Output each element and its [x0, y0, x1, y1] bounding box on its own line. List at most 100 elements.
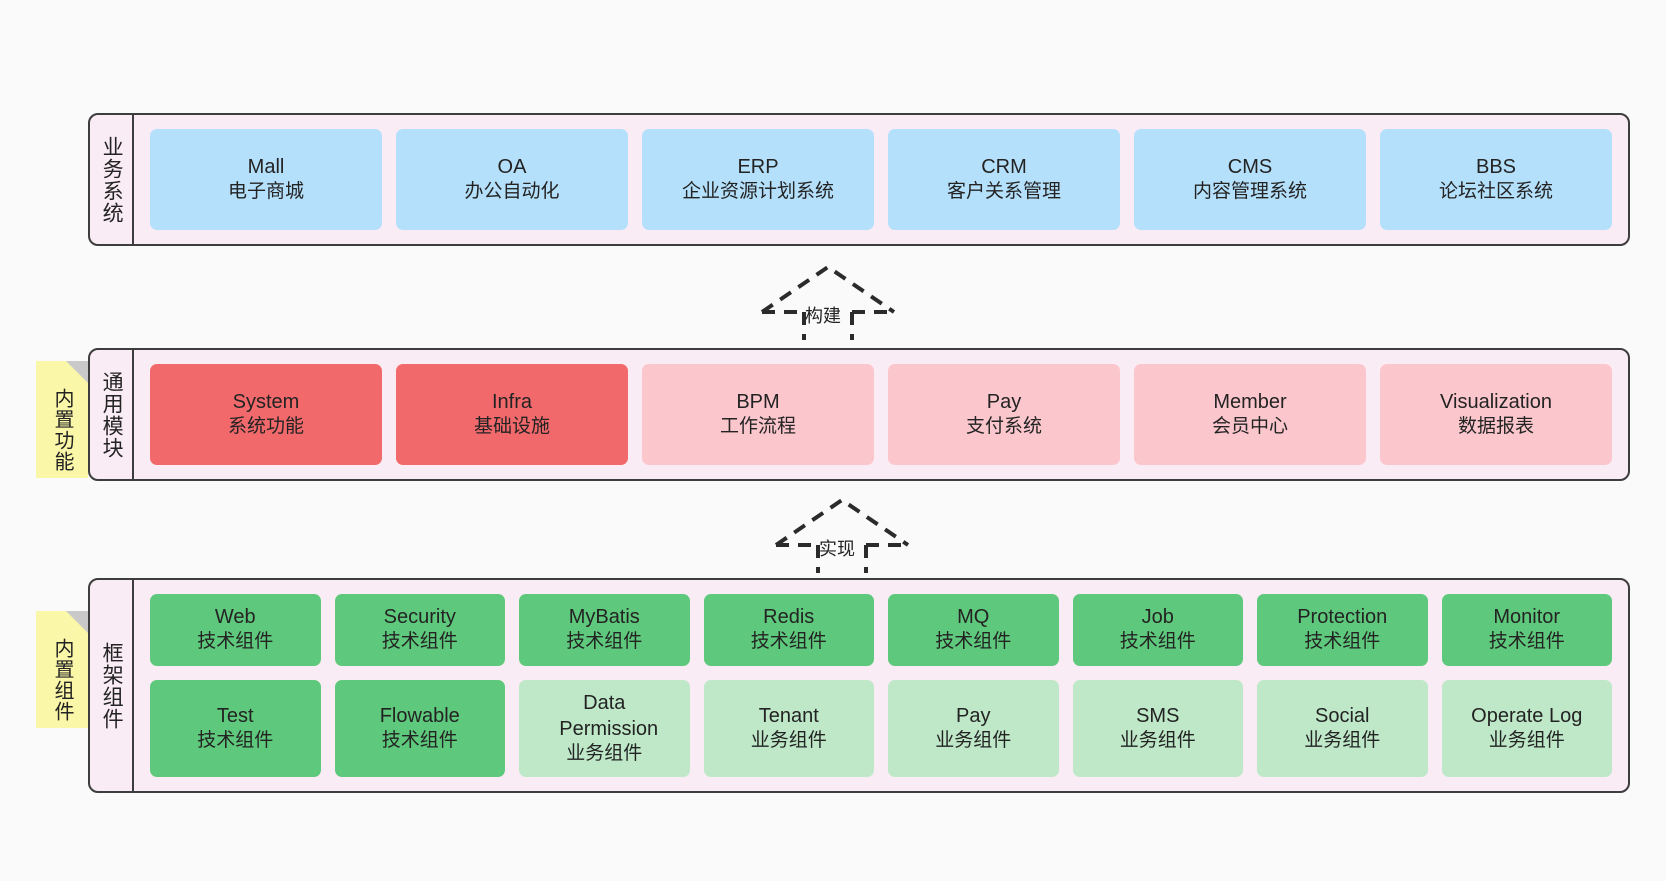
card-visualization[interactable]: Visualization 数据报表	[1380, 364, 1612, 465]
layer-framework-component: 框架组件 Web 技术组件 Security 技术组件 MyBatis 技术组件…	[88, 578, 1630, 793]
card-subtitle: 技术组件	[381, 729, 458, 751]
card-data-permission[interactable]: Data Permission 业务组件	[519, 679, 690, 777]
card-bbs[interactable]: BBS 论坛社区系统	[1380, 129, 1612, 230]
card-subtitle: 业务组件	[1304, 729, 1381, 751]
card-title: Redis	[763, 606, 815, 629]
card-subtitle: 技术组件	[750, 631, 827, 653]
card-oa[interactable]: OA 办公自动化	[396, 129, 628, 230]
card-title: Job	[1141, 606, 1174, 629]
card-title: Pay	[986, 391, 1022, 414]
card-subtitle: 业务组件	[1119, 729, 1196, 751]
card-subtitle: 技术组件	[1488, 631, 1565, 653]
card-subtitle: 系统功能	[227, 416, 304, 438]
card-subtitle: 业务组件	[1488, 729, 1565, 751]
card-title: BPM	[736, 391, 780, 414]
card-flowable[interactable]: Flowable 技术组件	[334, 679, 505, 777]
card-crm[interactable]: CRM 客户关系管理	[888, 129, 1120, 230]
card-subtitle: 办公自动化	[464, 181, 560, 203]
card-title: Flowable	[379, 704, 460, 727]
note-fold-corner-icon	[66, 611, 88, 633]
card-subtitle: 基础设施	[473, 416, 550, 438]
card-subtitle: 企业资源计划系统	[681, 181, 834, 203]
card-title: Security	[383, 606, 456, 629]
card-subtitle: 论坛社区系统	[1438, 181, 1553, 203]
card-title: OA	[497, 156, 527, 179]
card-row: Web 技术组件 Security 技术组件 MyBatis 技术组件 Redi…	[150, 594, 1612, 666]
layer-title-common-module: 通用模块	[90, 350, 134, 479]
card-title: Visualization	[1440, 391, 1552, 414]
layer-common-module: 通用模块 System 系统功能 Infra 基础设施 BPM 工作流程 Pay…	[88, 348, 1630, 481]
note-label: 内置组件	[51, 637, 73, 722]
card-title: Test	[216, 704, 254, 727]
card-subtitle: 技术组件	[1304, 631, 1381, 653]
layer-body-common-module: System 系统功能 Infra 基础设施 BPM 工作流程 Pay 支付系统…	[134, 350, 1628, 479]
card-mall[interactable]: Mall 电子商城	[150, 129, 382, 230]
card-mybatis[interactable]: MyBatis 技术组件	[519, 594, 690, 666]
card-infra[interactable]: Infra 基础设施	[396, 364, 628, 465]
card-protection[interactable]: Protection 技术组件	[1257, 594, 1428, 666]
card-member[interactable]: Member 会员中心	[1134, 364, 1366, 465]
dashed-generalization-arrow-icon	[760, 264, 896, 340]
card-subtitle: 电子商城	[227, 181, 304, 203]
card-title: CMS	[1227, 156, 1273, 179]
card-title: MQ	[957, 606, 990, 629]
note-builtin-component: 内置组件	[36, 611, 88, 728]
connector-implement: 实现	[771, 495, 913, 573]
card-title: Infra	[491, 391, 533, 414]
card-subtitle: 数据报表	[1457, 416, 1534, 438]
card-security[interactable]: Security 技术组件	[334, 594, 505, 666]
card-subtitle: 客户关系管理	[946, 181, 1061, 203]
card-title: Protection	[1297, 606, 1388, 629]
card-subtitle: 技术组件	[197, 631, 274, 653]
card-pay-component[interactable]: Pay 业务组件	[888, 679, 1059, 777]
card-system[interactable]: System 系统功能	[150, 364, 382, 465]
card-subtitle: 技术组件	[1119, 631, 1196, 653]
note-fold-corner-icon	[66, 361, 88, 383]
card-monitor[interactable]: Monitor 技术组件	[1441, 594, 1612, 666]
card-title: Web	[214, 606, 256, 629]
layer-body-business-system: Mall 电子商城 OA 办公自动化 ERP 企业资源计划系统 CRM 客户关系…	[134, 115, 1628, 244]
card-row: System 系统功能 Infra 基础设施 BPM 工作流程 Pay 支付系统…	[150, 364, 1612, 465]
card-row: Test 技术组件 Flowable 技术组件 Data Permission …	[150, 679, 1612, 777]
connector-build: 构建	[757, 262, 899, 340]
card-title: SMS	[1136, 704, 1180, 727]
card-subtitle: 技术组件	[566, 631, 643, 653]
card-title: Operate Log	[1471, 704, 1583, 727]
card-test[interactable]: Test 技术组件	[150, 679, 321, 777]
card-web[interactable]: Web 技术组件	[150, 594, 321, 666]
layer-title-framework-component: 框架组件	[90, 580, 134, 791]
note-label: 内置功能	[51, 387, 73, 472]
card-mq[interactable]: MQ 技术组件	[888, 594, 1059, 666]
card-row: Mall 电子商城 OA 办公自动化 ERP 企业资源计划系统 CRM 客户关系…	[150, 129, 1612, 230]
card-subtitle: 技术组件	[381, 631, 458, 653]
card-title: Tenant	[758, 704, 819, 727]
card-cms[interactable]: CMS 内容管理系统	[1134, 129, 1366, 230]
card-subtitle: 业务组件	[935, 729, 1012, 751]
card-operate-log[interactable]: Operate Log 业务组件	[1441, 679, 1612, 777]
layer-title-business-system: 业务系统	[90, 115, 134, 244]
card-title: Data Permission	[559, 691, 659, 740]
card-title: Social	[1315, 704, 1370, 727]
layer-body-framework-component: Web 技术组件 Security 技术组件 MyBatis 技术组件 Redi…	[134, 580, 1628, 791]
layer-business-system: 业务系统 Mall 电子商城 OA 办公自动化 ERP 企业资源计划系统 CRM…	[88, 113, 1630, 246]
card-social[interactable]: Social 业务组件	[1257, 679, 1428, 777]
card-pay[interactable]: Pay 支付系统	[888, 364, 1120, 465]
card-subtitle: 技术组件	[935, 631, 1012, 653]
card-subtitle: 业务组件	[750, 729, 827, 751]
card-title: Member	[1213, 391, 1287, 414]
note-builtin-function: 内置功能	[36, 361, 88, 478]
card-subtitle: 工作流程	[719, 416, 796, 438]
card-tenant[interactable]: Tenant 业务组件	[703, 679, 874, 777]
dashed-generalization-arrow-icon	[774, 497, 910, 573]
card-erp[interactable]: ERP 企业资源计划系统	[642, 129, 874, 230]
card-job[interactable]: Job 技术组件	[1072, 594, 1243, 666]
card-subtitle: 支付系统	[965, 416, 1042, 438]
card-redis[interactable]: Redis 技术组件	[703, 594, 874, 666]
card-bpm[interactable]: BPM 工作流程	[642, 364, 874, 465]
card-subtitle: 技术组件	[197, 729, 274, 751]
card-title: CRM	[981, 156, 1027, 179]
card-subtitle: 业务组件	[566, 742, 643, 764]
card-title: MyBatis	[568, 606, 640, 629]
card-sms[interactable]: SMS 业务组件	[1072, 679, 1243, 777]
card-subtitle: 内容管理系统	[1192, 181, 1307, 203]
